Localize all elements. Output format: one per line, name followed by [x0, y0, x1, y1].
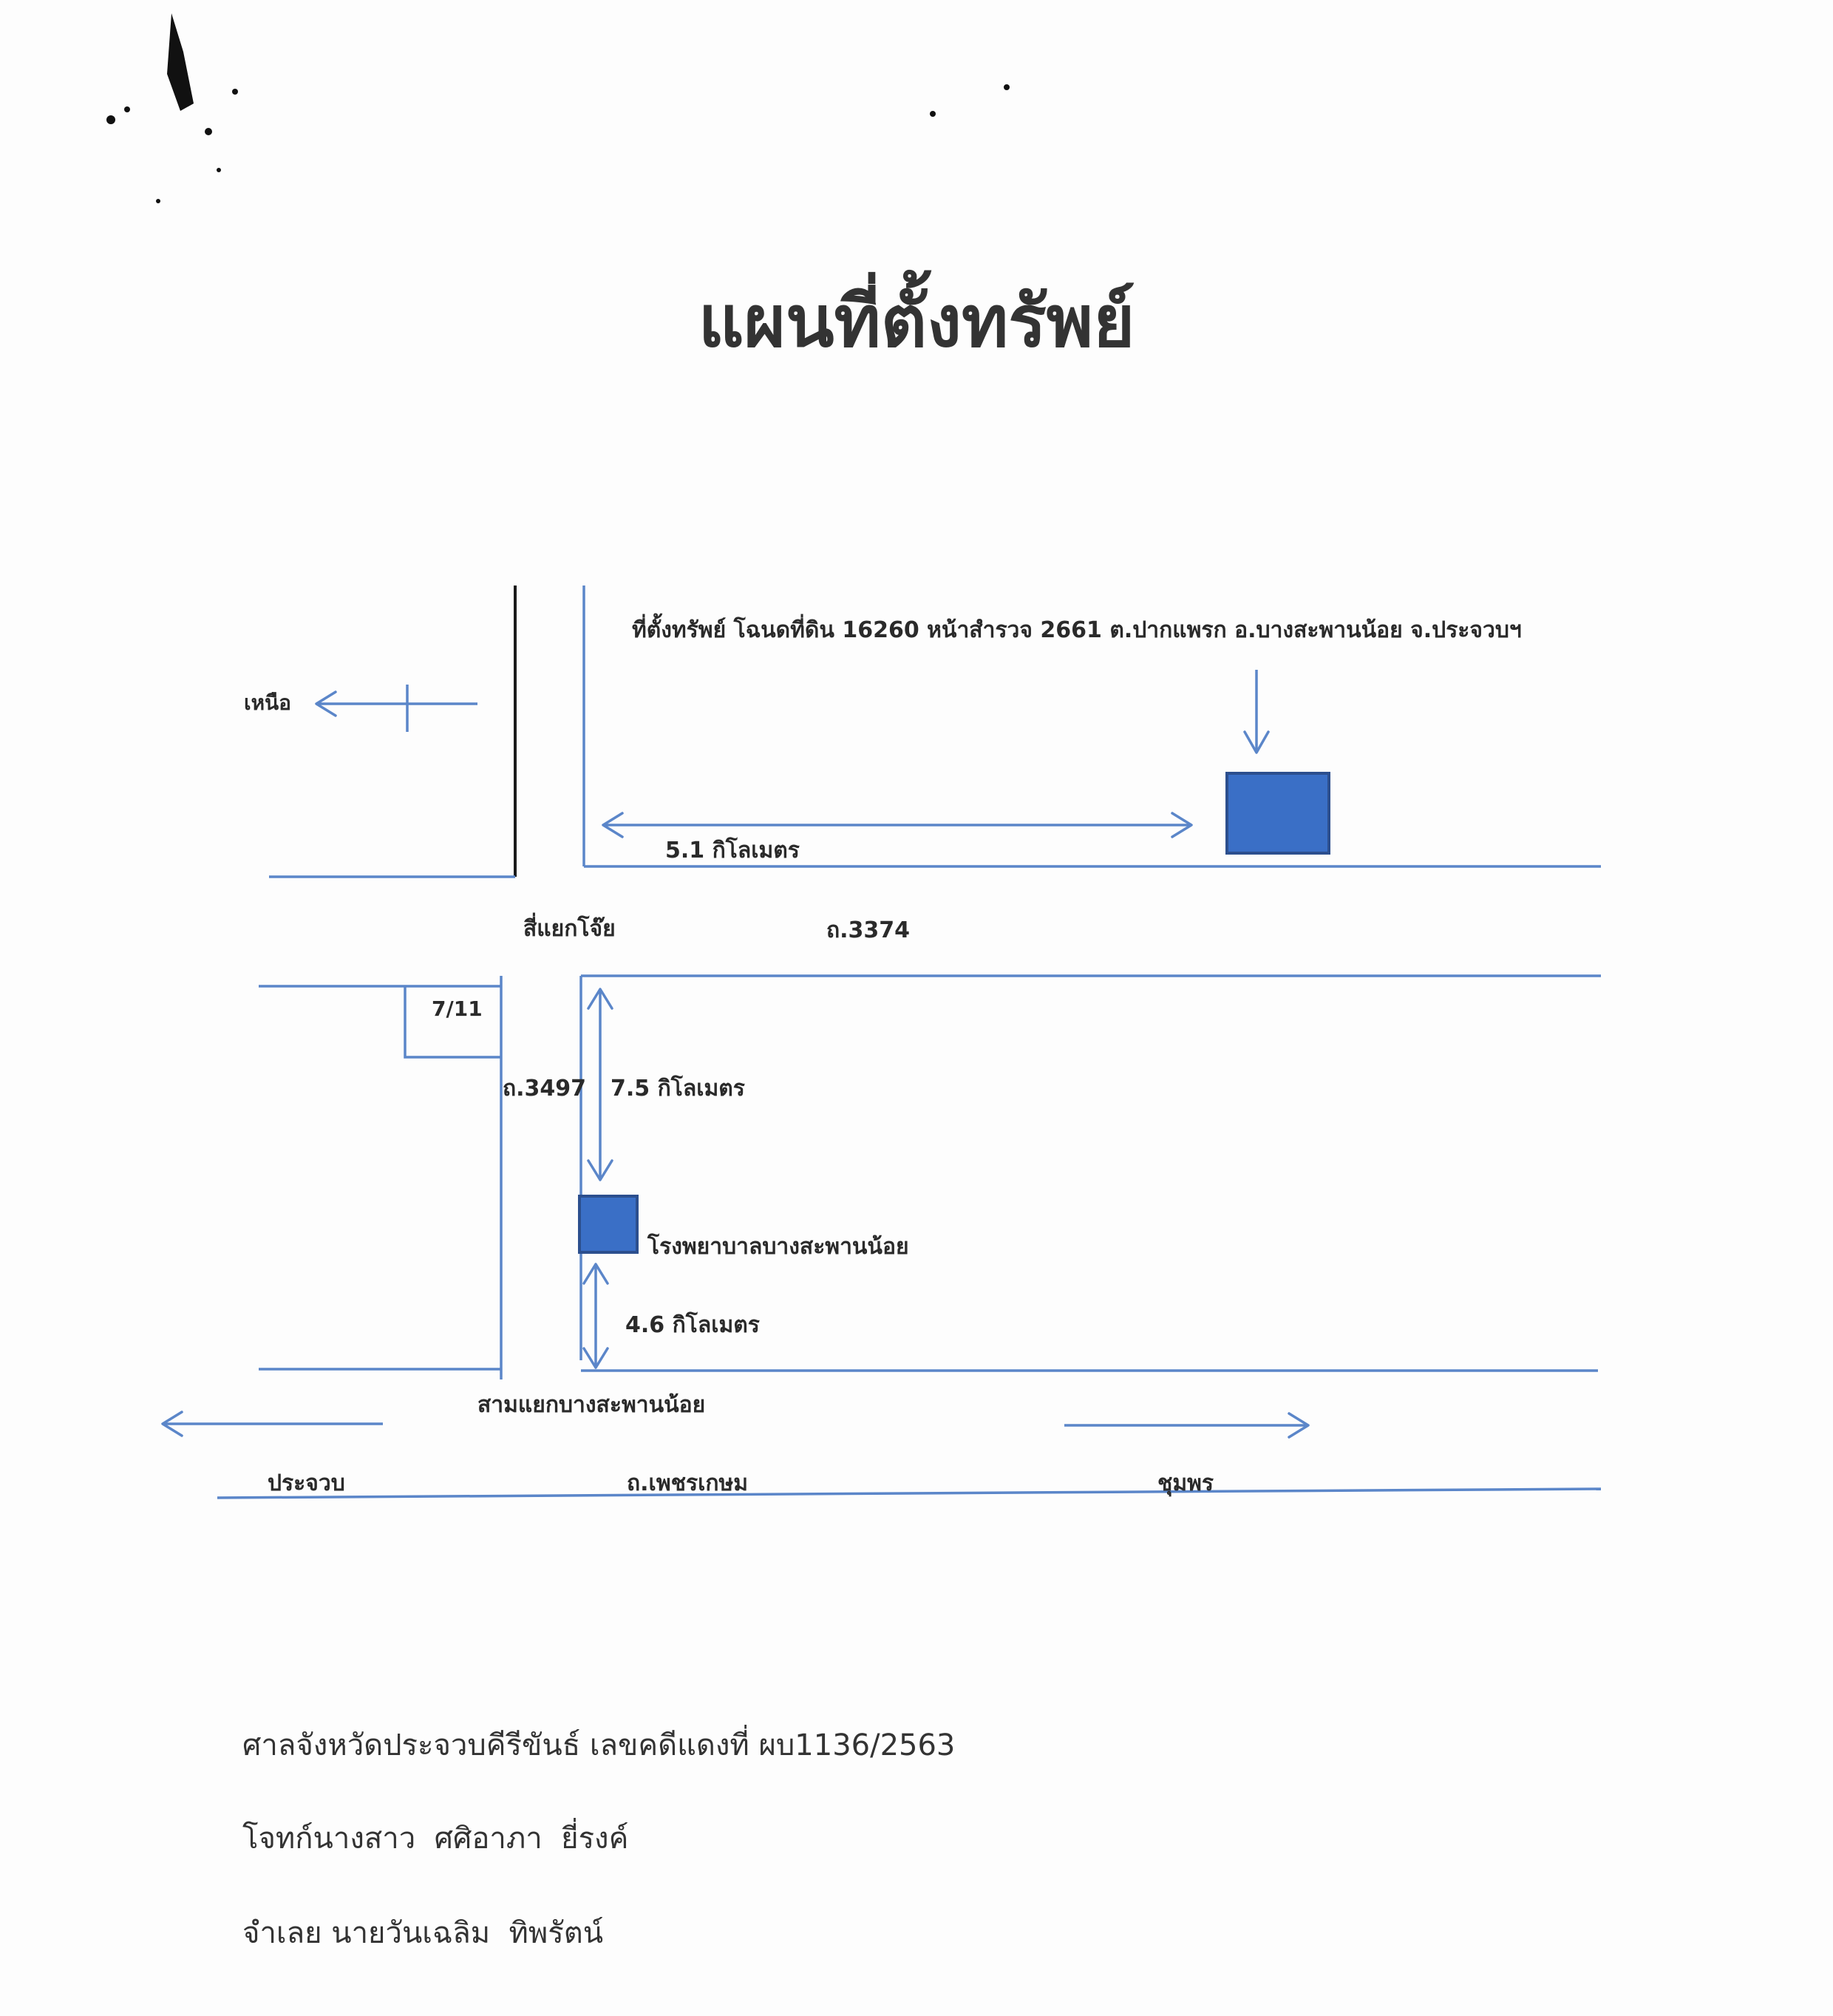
arrow-to-chumphon [1064, 1412, 1310, 1439]
distance-arrow-bottom [582, 1263, 609, 1369]
store-label: 7/11 [432, 997, 483, 1021]
scan-smudges [106, 13, 1010, 203]
junction-bottom-label: สามแยกบางสะพานน้อย [477, 1392, 705, 1418]
road-3374-label: ถ.3374 [826, 917, 910, 943]
phetkasem-road [217, 1487, 1602, 1499]
road-3497-label: ถ.3497 [503, 1076, 586, 1102]
north-arrow [315, 685, 477, 732]
arrow-to-prachuap [161, 1411, 383, 1437]
upper-road [269, 586, 1601, 878]
distance-middle-label: 7.5 กิโลเมตร [611, 1074, 745, 1102]
distance-bottom-label: 4.6 กิโลเมตร [625, 1311, 760, 1338]
hospital-label: โรงพยาบาลบางสะพานน้อย [647, 1232, 909, 1260]
north-label: เหนือ [244, 690, 291, 715]
plaintiff-line: โจทก์นางสาว ศศิอาภา ยี่รงค์ [242, 1818, 628, 1856]
court-line: ศาลจังหวัดประจวบคีรีขันธ์ เลขคดีแดงที่ ผ… [242, 1725, 955, 1762]
defendant-line: จำเลย นายวันเฉลิม ทิพรัตน์ [242, 1916, 603, 1950]
distance-arrow-middle [587, 988, 613, 1181]
distance-arrow-top [602, 812, 1193, 838]
road-3497 [259, 974, 1601, 1379]
direction-right-label: ชุมพร [1157, 1470, 1214, 1497]
distance-top-label: 5.1 กิโลเมตร [665, 836, 800, 863]
page-title: แผนที่ตั้งทรัพย์ [698, 269, 1135, 363]
direction-left-label: ประจวบ [268, 1470, 345, 1496]
property-label: ที่ตั้งทรัพย์ โฉนดที่ดิน 16260 หน้าสำรวจ… [632, 613, 1522, 643]
store-7-11 [404, 986, 501, 1059]
property-pointer-arrow [1243, 670, 1270, 754]
road-main-label: ถ.เพชรเกษม [627, 1470, 748, 1496]
junction-top-label: สี่แยกโจ๊ย [523, 912, 616, 942]
property-block [1225, 772, 1330, 855]
hospital-block [578, 1195, 639, 1254]
